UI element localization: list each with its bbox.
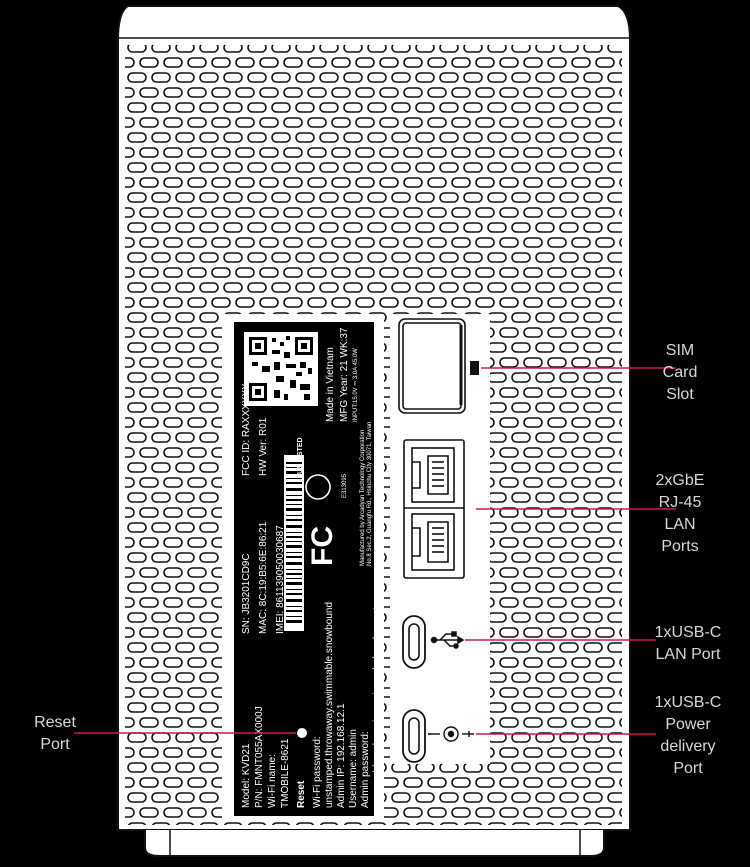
label-input: INPUT:15.0V ⎓ 3.0A 45.0W: [353, 348, 359, 422]
label-model-col: Model: KVD21 P/N: FMNT055AX000J Wi-Fi na…: [241, 704, 291, 809]
usbc-lan-port: [402, 615, 426, 669]
leader-lines: [74, 367, 676, 735]
callout-lan-ports: 2xGbE RJ-45 LAN Ports: [655, 472, 705, 555]
usb-icon: [430, 631, 465, 649]
usbc-power-port: [402, 709, 426, 763]
label-sn: SN: JB3201CD9C: [241, 553, 252, 634]
label-fcc-id: FCC ID: RAXXXXXX: [241, 383, 252, 476]
label-serial-col: SN: JB3201CD9C MAC: 8C:19:B5:6E:86:21 IM…: [241, 519, 286, 634]
label-wifi-password: unstamped.throwaway.swimmable.snowbound: [324, 602, 335, 808]
callout-usbc-lan-port: 1xUSB-C LAN Port: [654, 624, 722, 663]
label-fcc-mark: FC: [306, 526, 339, 566]
label-fcc-col: FCC ID: RAXXXXXX HW Ver: R01: [241, 380, 269, 476]
label-address: No.8 Sec.2, Guangfu Rd., Hsinchu City 30…: [367, 422, 373, 566]
label-admin-password-title: Admin password:: [360, 731, 371, 808]
label-imei: IMEI: 861139050030687: [275, 525, 286, 634]
barcode-bars: [286, 462, 302, 623]
ul-code: E313095: [342, 473, 348, 498]
callout-usbc-power-port: 1xUSB-C Power delivery Port: [654, 694, 722, 777]
label-made-in: Made in Vietnam: [325, 347, 336, 422]
ul-listed: US LISTED: [297, 437, 304, 474]
sim-card-slot: [398, 318, 479, 414]
rj45-ports: [403, 439, 465, 579]
sim-eject-pin-hole: [470, 361, 479, 375]
label-admin-password: unmovable.unknowing.unimpeded.underwent: [372, 607, 383, 808]
label-admin-ip: Admin IP: 192.168.12.1: [336, 703, 347, 808]
label-wifi-password-title: Wi-Fi password:: [312, 736, 323, 808]
label-wifi-name-title: Wi-Fi name:: [267, 754, 278, 808]
dc-polarity-icon: [428, 726, 474, 742]
label-reset-text: Reset: [296, 780, 307, 808]
label-hw-ver: HW Ver: R01: [258, 417, 269, 476]
ul-mark: [305, 474, 331, 500]
callout-sim-card-slot: SIM Card Slot: [662, 342, 698, 403]
product-label: Model: KVD21 P/N: FMNT055AX000J Wi-Fi na…: [234, 322, 383, 816]
qr-pattern: [249, 336, 313, 401]
rj45-port-2: [411, 513, 455, 571]
barcode: [284, 455, 304, 631]
callout-reset-port: Reset Port: [34, 714, 76, 753]
label-mac: MAC: 8C:19:B5:6E:86:21: [258, 521, 269, 634]
label-pn: P/N: FMNT055AX000J: [254, 706, 265, 808]
label-credentials-col: Wi-Fi password: unstamped.throwaway.swim…: [312, 599, 383, 808]
label-manufacturer: Manufactured by Arcadyan Technology Corp…: [360, 430, 366, 566]
rj45-port-1: [411, 447, 455, 503]
label-mfg-year: MFG Year: 21 WK:37: [339, 327, 350, 422]
label-model: Model: KVD21: [241, 743, 252, 808]
label-wifi-name: TMOBILE-8621: [280, 738, 291, 808]
reset-hole: [297, 728, 307, 738]
label-username: Username: admin: [348, 729, 359, 808]
